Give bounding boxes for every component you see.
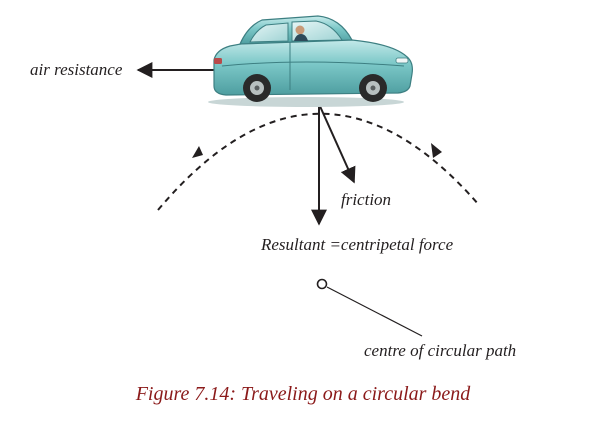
centre-label: centre of circular path [364,341,517,360]
centre-leader-line [326,286,423,337]
resultant-label: Resultant =centripetal force [261,235,454,254]
figure-caption: Figure 7.14: Traveling on a circular ben… [135,383,471,405]
centre-point [316,278,328,290]
path-direction-arrow-left [192,146,203,158]
car-icon [208,15,413,107]
friction-arrow [318,103,356,184]
friction-label: friction [341,190,392,209]
path-direction-arrow-right [431,143,442,158]
air-resistance-label: air resistance [30,60,123,79]
